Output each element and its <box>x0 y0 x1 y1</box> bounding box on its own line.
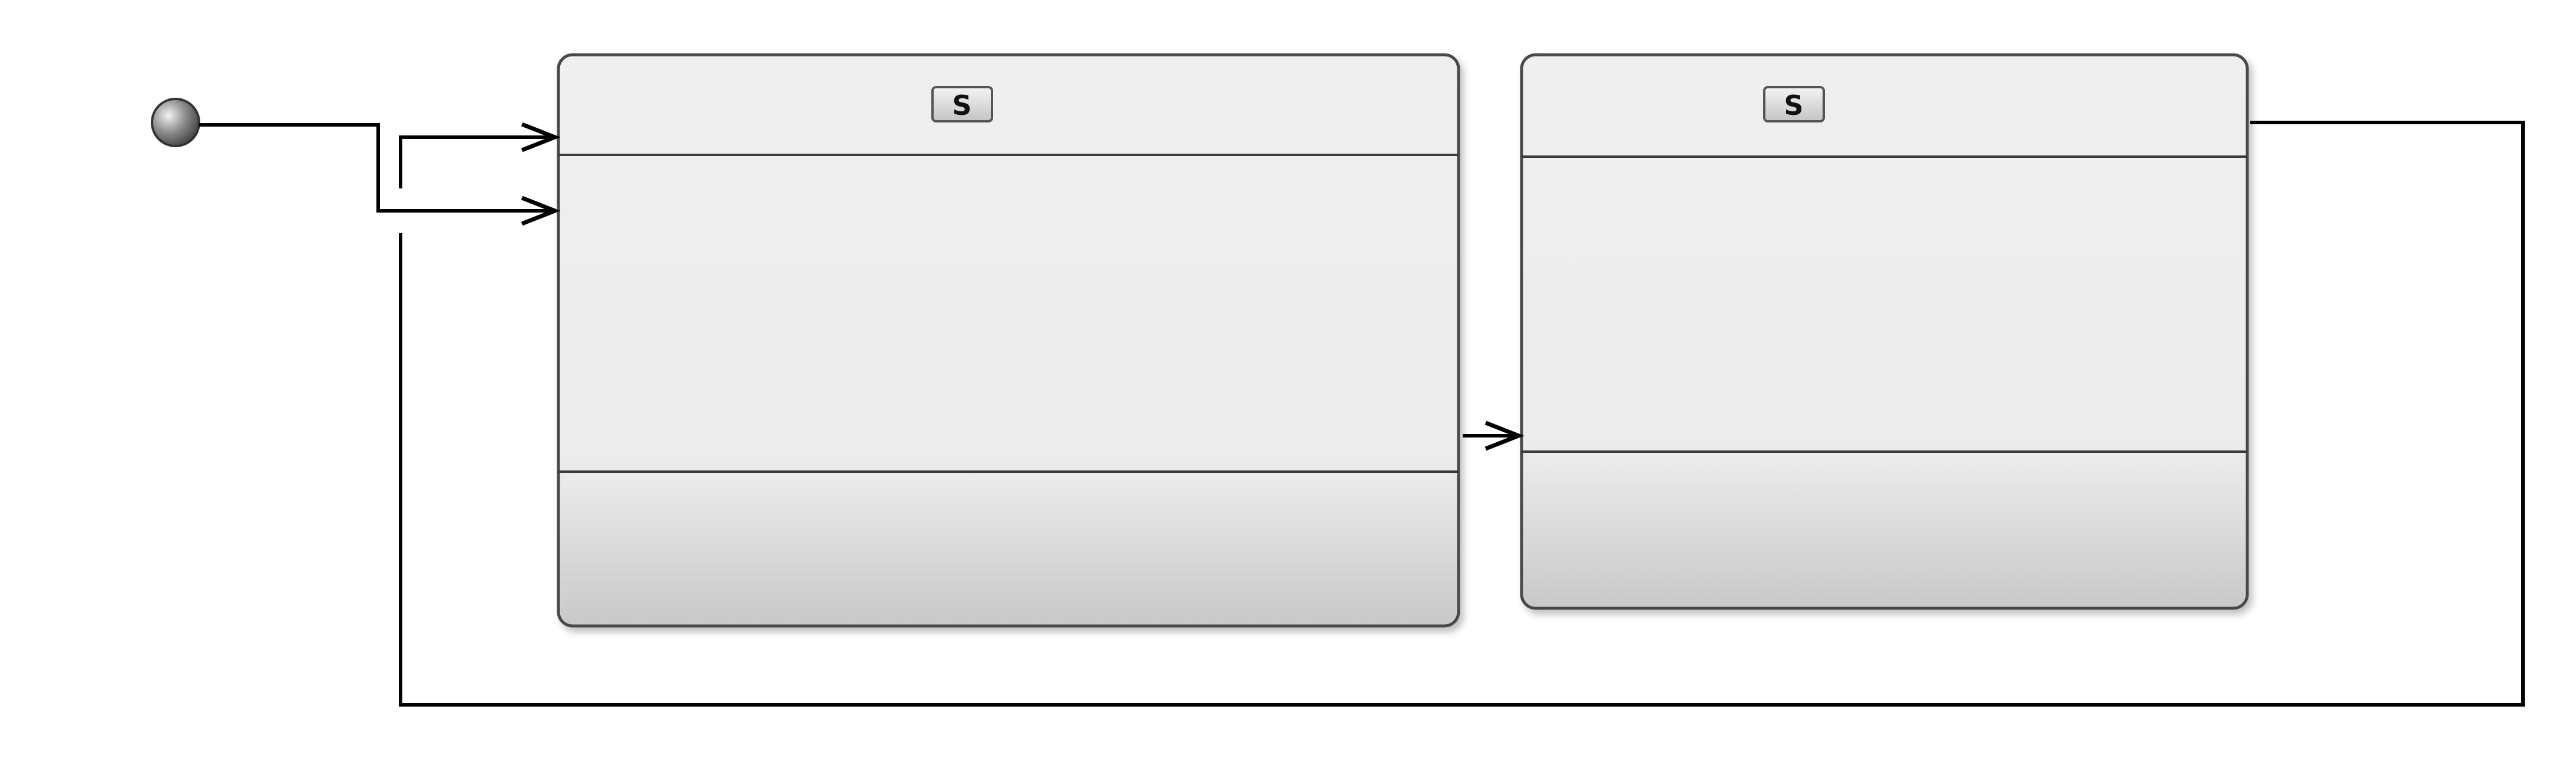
state-box-2-lower-compartment <box>1524 454 2245 606</box>
state-badge-1-label: S <box>952 90 971 121</box>
state-box-1-lower-compartment <box>561 474 1456 624</box>
state-box-2[interactable]: S <box>1520 53 2249 610</box>
state-badge-2-label: S <box>1784 90 1803 121</box>
state-badge-1-icon <box>931 86 993 122</box>
transition-initial-to-state-1[interactable] <box>199 123 555 211</box>
transition-loop-back-entry[interactable] <box>399 137 555 188</box>
initial-pseudostate[interactable] <box>151 98 200 147</box>
transition-loop-back-line[interactable] <box>399 121 2525 707</box>
state-box-1[interactable]: S <box>557 53 1460 628</box>
state-badge-2: S <box>1763 86 1825 122</box>
state-badge-2-icon <box>1763 86 1825 122</box>
state-badge-1: S <box>931 86 993 122</box>
